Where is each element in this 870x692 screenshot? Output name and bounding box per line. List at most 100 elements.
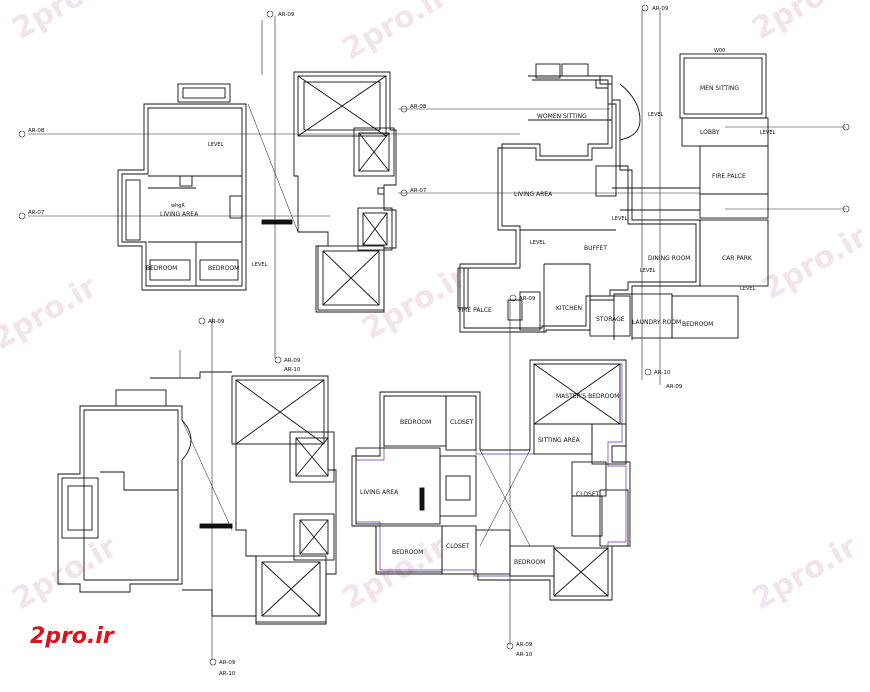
room-laundry — [631, 293, 673, 339]
grid-bubble-icon — [842, 205, 850, 213]
plan-upper-floor — [351, 359, 631, 601]
plan-outline — [121, 107, 243, 287]
grid-tag-ar09: AR-09 — [516, 642, 533, 648]
grid-bubble-icon — [400, 189, 408, 197]
grid-bubble-icon — [509, 294, 517, 302]
room-label-kitchen: KITCHEN — [556, 305, 582, 312]
grid-tag-ar10: AR-10 — [654, 370, 671, 376]
plan-outline — [182, 87, 226, 99]
room-label-living-area: LIVING AREA — [514, 191, 553, 198]
level-tag: LEVEL — [648, 112, 664, 118]
level-tag: LEVEL — [208, 142, 224, 148]
grid-tag-ar09: AR-09 — [208, 319, 225, 325]
room-label-car-park: CAR PARK — [722, 255, 753, 262]
room-label-bedroom: BEDROOM — [682, 321, 713, 328]
room-label-dining-room: DINING ROOM — [648, 255, 690, 262]
room-label-fire-place: FIRE PALCE — [458, 307, 492, 314]
grid-tag-ar09: AR-09 — [519, 296, 536, 302]
logo-text: 2pro.ir — [30, 624, 115, 649]
grid-tag-ar09: AR-09 — [284, 358, 301, 364]
watermark-text: 2pro.ir — [357, 259, 474, 347]
plan-main-floor-right — [457, 53, 769, 340]
grid-tag-ar10: AR-10 — [284, 367, 301, 373]
room-living-area — [355, 447, 441, 525]
grid-bubble-icon — [644, 368, 652, 376]
level-tag: LEVEL — [760, 130, 776, 136]
roof-panel — [297, 75, 387, 137]
grid-tags: AR-08 AR-07 AR-09 AR-08 AR-07 AR-09 AR-0… — [18, 4, 850, 677]
room-label-lobby: LOBBY — [700, 129, 720, 136]
brand-logo: 2pro.ir — [30, 624, 115, 649]
watermark-text: 2pro.ir — [757, 219, 870, 307]
room-note: whgR — [171, 203, 185, 209]
level-tag: LEVEL — [612, 216, 628, 222]
room-closet — [445, 395, 477, 451]
grid-bubble-icon — [400, 105, 408, 113]
room-label-bedroom: BEDROOM — [146, 265, 177, 272]
room-label-bedroom: BEDROOM — [400, 419, 431, 426]
grid-bubble-icon — [18, 212, 26, 220]
grid-bubble-icon — [198, 317, 206, 325]
grid-bubble-icon — [506, 642, 514, 650]
grid-bubble-icon — [209, 658, 217, 666]
plan1-labels: LIVING AREA whgR BEDROOM BEDROOM LEVEL L… — [146, 142, 268, 272]
plan4-labels: BEDROOM CLOSET MASTER'S BEDROOM SITTING … — [360, 393, 619, 566]
plan-outline — [177, 83, 231, 103]
room-label-storage: STORAGE — [596, 316, 625, 323]
level-tag: LEVEL — [530, 240, 546, 246]
grid-tag-ar08: AR-08 — [28, 128, 45, 134]
grid-tag-ar10: AR-10 — [219, 671, 236, 677]
watermark-text: 2pro.ir — [0, 269, 103, 357]
grid-tag-ar09: AR-09 — [278, 12, 295, 18]
grid-tag-ar09: AR-09 — [666, 384, 683, 390]
plan-outline — [117, 103, 247, 291]
room-label-fire-place: FIRE PALCE — [712, 173, 746, 180]
watermark-text: 2pro.ir — [337, 0, 454, 67]
watermark-text: 2pro.ir — [747, 529, 864, 617]
plan-outline — [57, 405, 192, 593]
plan-outline — [231, 375, 337, 625]
room-label-sitting-area: SITTING AREA — [538, 437, 581, 444]
window-tag: W00 — [714, 48, 725, 54]
room-label-women-sitting: WOMEN SITTING — [537, 113, 587, 120]
room-label-laundry-room: LAUNDRY ROOM — [632, 319, 681, 326]
grid-tag-ar07: AR-07 — [28, 210, 45, 216]
room-label-bedroom: BEDROOM — [208, 265, 239, 272]
room-bedroom — [553, 547, 609, 597]
plan-outline — [115, 389, 167, 407]
grid-tag-ar10: AR-10 — [516, 652, 533, 658]
plan-ground-floor-left — [117, 83, 247, 291]
room-bedroom — [671, 295, 739, 339]
grid-tag-ar09: AR-09 — [219, 660, 236, 666]
room-label-closet: CLOSET — [450, 419, 474, 426]
plan2-labels: W00 MEN SITTING WOMEN SITTING LOBBY LIVI… — [458, 48, 776, 328]
grid-bubble-icon — [266, 10, 274, 18]
grid-bubble-icon — [842, 123, 850, 131]
grid-tag-ar09: AR-09 — [652, 6, 669, 12]
level-tag: LEVEL — [252, 262, 268, 268]
watermark-text: 2pro.ir — [747, 0, 864, 47]
room-lobby — [681, 117, 769, 147]
grid-tag-ar07: AR-07 — [410, 188, 427, 194]
grid-bubble-icon — [274, 356, 282, 364]
plan-outline — [459, 75, 701, 333]
watermark-text: 2pro.ir — [7, 0, 124, 47]
room-fireplace — [699, 145, 769, 195]
room-label-closet: CLOSET — [446, 543, 470, 550]
watermark-text: 2pro.ir — [337, 529, 454, 617]
level-tag: LEVEL — [740, 286, 756, 292]
plan-roof-top-middle — [247, 71, 397, 313]
grid-bubble-icon — [18, 130, 26, 138]
room-label-master-bedroom: MASTER'S BEDROOM — [556, 393, 619, 400]
room-label-buffet: BUFFET — [584, 245, 607, 252]
watermark-text: 2pro.ir — [7, 529, 124, 617]
room-label-living-area: LIVING AREA — [160, 211, 199, 218]
grid-tag-ar08: AR-08 — [410, 104, 427, 110]
room-label-bedroom: BEDROOM — [514, 559, 545, 566]
level-tag: LEVEL — [640, 268, 656, 274]
plan-roof-bottom-left — [57, 371, 337, 625]
room-label-living-area: LIVING AREA — [360, 489, 399, 496]
grid-bubble-icon — [641, 4, 649, 12]
room-label-bedroom: BEDROOM — [392, 549, 423, 556]
